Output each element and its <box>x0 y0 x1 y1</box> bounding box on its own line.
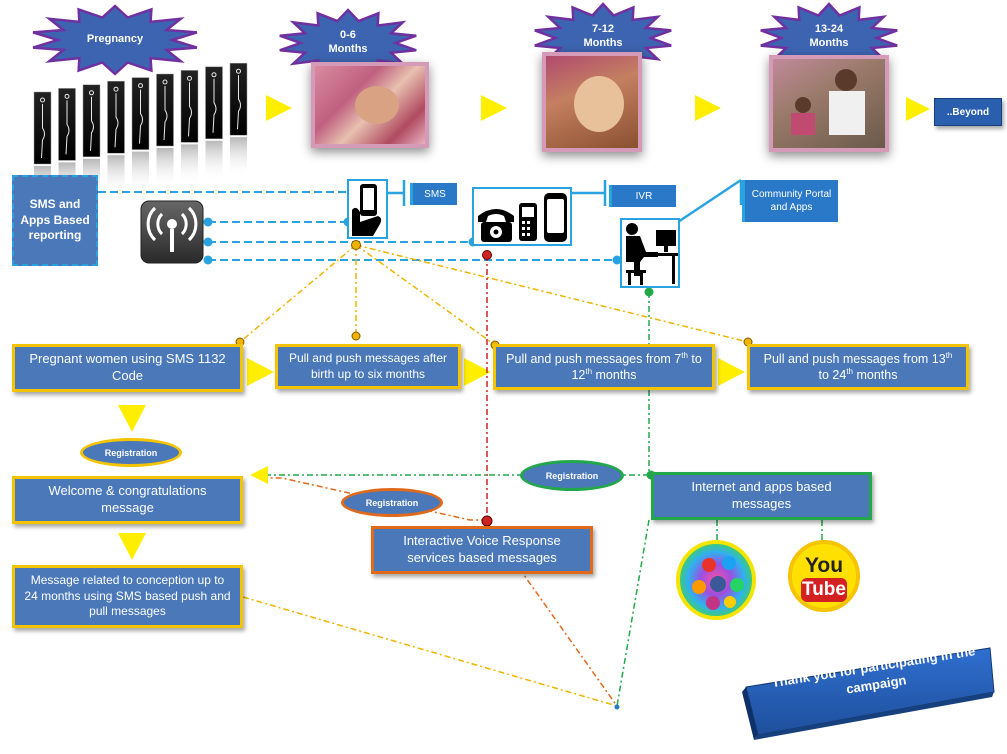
arrow-down-1 <box>118 405 146 432</box>
silhouette-reflection <box>107 155 125 196</box>
star-label-7-12: 7-12 Months <box>583 23 623 49</box>
stage-arrows <box>266 95 930 121</box>
box-conception: Message related to conception up to 24 m… <box>12 565 243 628</box>
convergence-dot <box>614 704 620 710</box>
pregnant-figure <box>187 75 193 137</box>
wireless-tower-icon <box>140 200 204 264</box>
arrow-stage-3 <box>695 95 721 121</box>
box-ivr-services: Interactive Voice Response services base… <box>371 526 593 574</box>
pregnancy-silhouettes <box>33 62 248 206</box>
desk-computer-icon <box>620 218 680 288</box>
arrowhead-left <box>250 466 268 484</box>
pregnant-figure <box>138 83 144 144</box>
youtube-icon: You Tube <box>788 540 860 612</box>
box-13-24-sup-2: th <box>846 367 853 376</box>
flow-arrows <box>118 358 745 560</box>
silhouette-reflection <box>230 137 247 178</box>
box-7-12-months: Pull and push messages from 7th to 12th … <box>493 344 715 390</box>
telephone-icon <box>472 187 572 246</box>
social-media-icon <box>676 540 756 620</box>
youtube-you-text: You <box>804 554 844 577</box>
arrow-down-2 <box>118 533 146 560</box>
box-7-12-text-1: Pull and push messages from 7 <box>506 351 682 366</box>
arrow-flow-2 <box>464 358 491 386</box>
oval-registration-2: Registration <box>341 488 443 517</box>
arrow-stage-2 <box>481 95 507 121</box>
pregnant-figure <box>113 86 119 148</box>
thank-you-banner <box>742 647 995 740</box>
box-internet-apps: Internet and apps based messages <box>651 472 872 520</box>
arrow-flow-1 <box>247 358 274 386</box>
star-label-pregnancy: Pregnancy <box>86 33 144 46</box>
silhouette-reflection <box>181 144 198 185</box>
pregnant-figure <box>162 79 168 141</box>
silhouette-reflection <box>205 140 223 181</box>
box-7-12-sup-1: th <box>681 350 688 360</box>
box-7-12-sup-2: th <box>585 367 593 376</box>
arrow-stage-1 <box>266 95 292 121</box>
youtube-tube-text: Tube <box>801 578 847 602</box>
box-birth-six-months: Pull and push messages after birth up to… <box>275 344 461 389</box>
pregnant-figure <box>89 90 95 151</box>
photo-family <box>769 55 889 152</box>
star-label-0-6: 0-6 Months <box>328 29 368 55</box>
silhouette-reflection <box>156 148 174 188</box>
box-pregnant-women: Pregnant women using SMS 1132 Code <box>12 344 243 392</box>
oval-registration-3: Registration <box>520 460 624 491</box>
tag-community: Community Portal and Apps <box>742 180 838 222</box>
arrow-flow-3 <box>718 358 745 386</box>
stars <box>32 2 898 78</box>
box-13-24-months: Pull and push messages from 13th to 24th… <box>747 344 969 390</box>
box-13-24-sup-1: th <box>945 350 953 360</box>
pregnant-figure <box>211 72 217 133</box>
arrow-stage-4 <box>906 97 930 121</box>
photo-baby <box>542 52 642 152</box>
tag-ivr: IVR <box>609 185 676 207</box>
box-13-24-text-1: Pull and push messages from 13 <box>763 351 946 366</box>
yellow-connectors <box>239 244 749 707</box>
beyond-box: ..Beyond <box>934 98 1002 126</box>
pregnant-figure <box>40 97 46 159</box>
star-label-13-24: 13-24 Months <box>809 23 849 49</box>
tag-sms: SMS <box>410 183 457 205</box>
photo-newborn <box>311 62 429 148</box>
stage-star-pregnancy <box>32 4 198 76</box>
phone-hand-icon <box>347 179 388 239</box>
box-7-12-text-2: to 12 <box>571 351 702 383</box>
red-dots <box>481 250 493 527</box>
green-connectors <box>264 292 823 707</box>
oval-registration-1: Registration <box>80 438 182 467</box>
box-7-12-text-3: months <box>592 368 637 383</box>
pregnant-figure <box>236 68 242 130</box>
pregnant-figure <box>64 93 70 155</box>
cyan-connectors <box>98 178 743 261</box>
reporting-box: SMS and Apps Based reporting <box>12 175 98 266</box>
box-welcome: Welcome & congratulations message <box>12 476 243 524</box>
silhouette-reflection <box>132 151 149 192</box>
box-13-24-text-2: to 24 <box>818 368 847 383</box>
box-13-24-text-3: months <box>853 368 898 383</box>
